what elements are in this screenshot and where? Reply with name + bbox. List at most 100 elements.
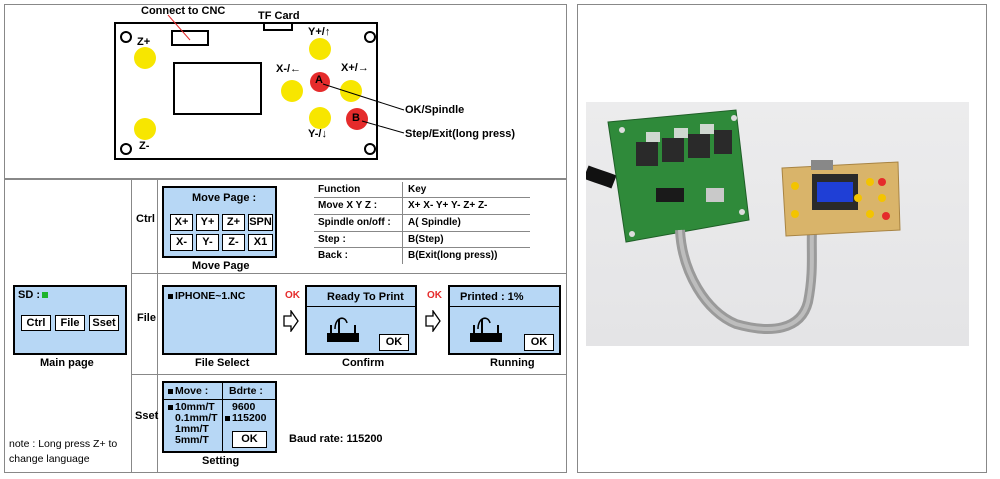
z-minus-label: Z- xyxy=(139,140,150,152)
z-minus-button[interactable] xyxy=(134,118,156,140)
confirm-title: Ready To Print xyxy=(327,291,404,303)
ctrl-row-label: Ctrl xyxy=(136,213,155,225)
confirm-ok-button[interactable]: OK xyxy=(379,334,409,351)
table-fn-back: Back : xyxy=(318,250,349,261)
baud-selected-icon xyxy=(225,415,230,421)
move-step-header: Move : xyxy=(168,385,208,397)
board-leader-lines xyxy=(167,14,405,134)
file-cursor-icon xyxy=(168,293,173,299)
table-key-back: B(Exit(long press)) xyxy=(408,250,498,261)
mount-hole-br xyxy=(364,143,376,155)
setting-caption: Setting xyxy=(202,455,240,467)
x-minus-button[interactable] xyxy=(281,80,303,102)
x-minus-label: X-/← xyxy=(276,63,302,75)
move-page-screen: Move Page : X+ Y+ Z+ SPN X- Y- Z- X1 xyxy=(162,186,277,258)
table-fn-move: Move X Y Z : xyxy=(318,200,378,211)
baud-option-115200[interactable]: 115200 xyxy=(225,413,266,424)
sd-label: SD : xyxy=(18,289,40,301)
y-plus-label: Y+/↑ xyxy=(308,26,331,38)
table-key-move: X+ X- Y+ Y- Z+ Z- xyxy=(408,200,488,211)
table-rule-2 xyxy=(314,231,530,232)
menu-divider-h2 xyxy=(131,374,567,375)
key-z-minus[interactable]: Z- xyxy=(222,234,245,251)
baud-rate-note: Baud rate: 115200 xyxy=(289,433,383,445)
move-header-text: Move : xyxy=(175,385,209,397)
key-y-minus[interactable]: Y- xyxy=(196,234,219,251)
running-title-rule xyxy=(450,306,559,307)
tf-card-slot xyxy=(263,22,293,31)
product-photo xyxy=(586,102,969,346)
ok-indicator-2: OK xyxy=(427,290,442,301)
key-x-minus[interactable]: X- xyxy=(170,234,193,251)
table-fn-step: Step : xyxy=(318,234,346,245)
board-lcd-window xyxy=(173,62,262,115)
mount-hole-bl xyxy=(120,143,132,155)
move-header-marker-icon xyxy=(168,388,173,394)
baud-option-9600[interactable]: 9600 xyxy=(232,401,256,413)
main-page-screen: SD : Ctrl File Sset xyxy=(13,285,127,355)
key-y-plus[interactable]: Y+ xyxy=(196,214,219,231)
file-name: IPHONE~1.NC xyxy=(175,290,246,302)
tf-card-label: TF Card xyxy=(258,10,300,22)
running-caption: Running xyxy=(490,357,535,369)
b-button-letter: B xyxy=(352,112,360,124)
key-z-plus[interactable]: Z+ xyxy=(222,214,245,231)
b-step-button[interactable] xyxy=(346,108,368,130)
confirm-screen: Ready To Print OK xyxy=(305,285,417,355)
x-plus-button[interactable] xyxy=(340,80,362,102)
move-option-0-1mm[interactable]: 0.1mm/T xyxy=(175,412,218,424)
running-progress-title: Printed : 1% xyxy=(460,291,524,303)
table-key-step: B(Step) xyxy=(408,234,444,245)
running-ok-button[interactable]: OK xyxy=(524,334,554,351)
main-ctrl-button[interactable]: Ctrl xyxy=(21,315,51,331)
main-sset-button[interactable]: Sset xyxy=(89,315,119,331)
printer-icon xyxy=(327,317,359,342)
y-plus-button[interactable] xyxy=(309,38,331,60)
key-spindle[interactable]: SPN xyxy=(248,214,273,231)
setting-screen: Move : Bdrte : 10mm/T 0.1mm/T 1mm/T 5mm/… xyxy=(162,381,277,453)
sset-row-label: Sset xyxy=(135,410,159,422)
main-page-caption: Main page xyxy=(40,357,94,369)
move-page-title: Move Page : xyxy=(192,192,257,204)
setting-header-rule xyxy=(164,399,275,400)
table-header-function: Function xyxy=(318,184,361,195)
key-step-x1[interactable]: X1 xyxy=(248,234,273,251)
menu-divider-v2 xyxy=(157,179,158,473)
y-minus-button[interactable] xyxy=(309,107,331,129)
printer-icon-running xyxy=(470,317,502,342)
setting-ok-button[interactable]: OK xyxy=(232,431,267,448)
ok-indicator-1: OK xyxy=(285,290,300,301)
step-exit-label: Step/Exit(long press) xyxy=(405,128,516,140)
flow-arrow-1-icon xyxy=(283,310,299,332)
confirm-title-rule xyxy=(307,306,415,307)
file-row-label: File xyxy=(137,312,156,324)
key-x-plus[interactable]: X+ xyxy=(170,214,193,231)
move-option-10mm-text: 10mm/T xyxy=(175,401,215,413)
language-note: note : Long press Z+ to change language xyxy=(9,438,118,465)
connect-to-cnc-label: Connect to CNC xyxy=(141,5,226,17)
table-key-spindle: A( Spindle) xyxy=(408,217,461,228)
table-fn-spindle: Spindle on/off : xyxy=(318,217,391,228)
a-button-letter: A xyxy=(315,74,323,86)
file-select-caption: File Select xyxy=(195,357,250,369)
move-option-1mm[interactable]: 1mm/T xyxy=(175,423,209,435)
menu-divider-v1 xyxy=(131,179,132,473)
move-option-10mm[interactable]: 10mm/T xyxy=(168,402,215,413)
menu-flow-frame xyxy=(4,179,567,473)
table-rule-0 xyxy=(314,197,530,198)
baud-option-115200-text: 115200 xyxy=(232,412,267,424)
move-selected-icon xyxy=(168,404,173,410)
move-page-caption: Move Page xyxy=(192,260,250,272)
mount-hole-tr xyxy=(364,31,376,43)
move-option-5mm[interactable]: 5mm/T xyxy=(175,434,209,446)
cnc-connector xyxy=(171,30,209,46)
setting-col-divider xyxy=(222,383,223,451)
flow-arrow-2-icon xyxy=(425,310,441,332)
main-file-button[interactable]: File xyxy=(55,315,85,331)
table-rule-1 xyxy=(314,214,530,215)
confirm-caption: Confirm xyxy=(342,357,385,369)
a-spindle-button[interactable] xyxy=(310,72,330,92)
table-col-divider xyxy=(402,182,403,264)
file-list-item[interactable]: IPHONE~1.NC xyxy=(168,290,245,302)
z-plus-button[interactable] xyxy=(134,47,156,69)
